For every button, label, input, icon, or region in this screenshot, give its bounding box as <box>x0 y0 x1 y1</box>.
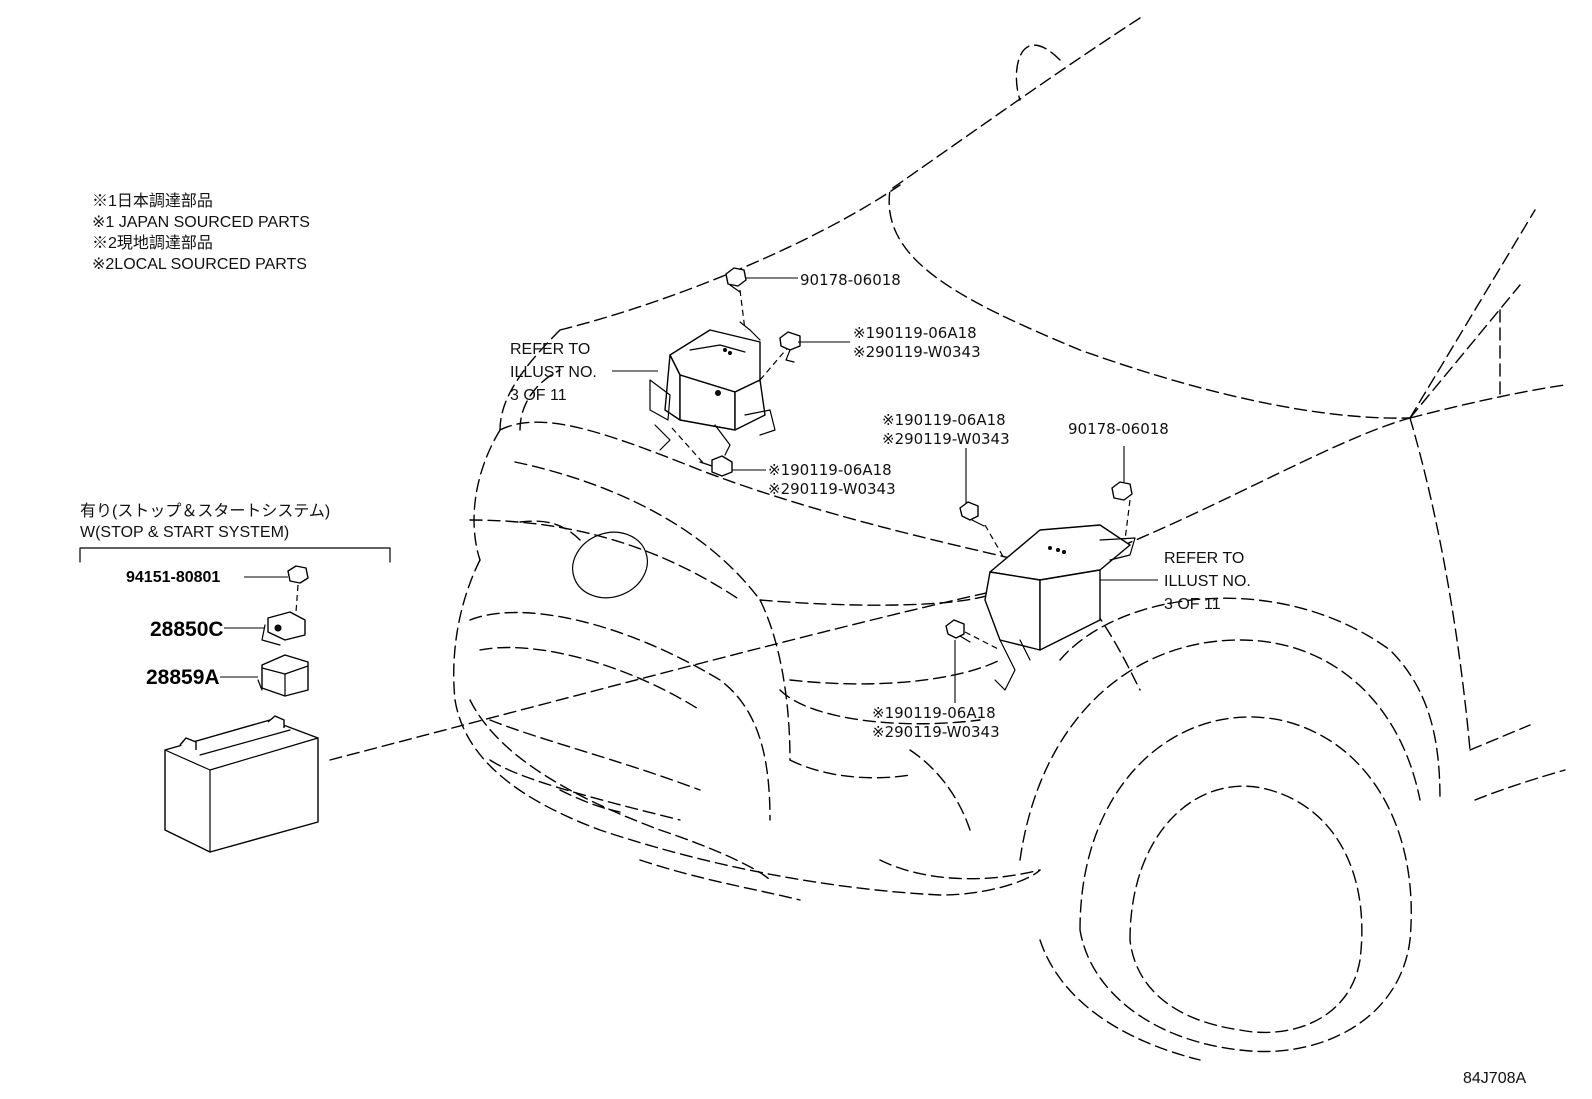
nut-icon <box>1111 481 1133 501</box>
illustration-code: 84J708A <box>1463 1070 1526 1087</box>
battery-icon <box>164 715 319 853</box>
relay-block-upper <box>649 321 776 456</box>
battery-nut-icon <box>287 565 309 584</box>
nut-icon <box>725 267 747 293</box>
part-label[interactable]: 94151-80801 <box>126 569 220 586</box>
sensor-28859a-icon <box>257 654 309 697</box>
part-label[interactable]: 28859A <box>146 666 220 689</box>
part-label[interactable]: ※190119-06A18 <box>872 704 996 722</box>
note-line-1: ※1日本調達部品 <box>92 192 213 210</box>
refer-note-left[interactable]: REFER TO ILLUST NO. 3 OF 11 <box>510 341 597 404</box>
bolt-icon <box>779 331 801 363</box>
stop-start-label-en: W(STOP & START SYSTEM) <box>80 524 289 541</box>
bolt-icon <box>699 455 733 477</box>
note-line-2: ※1 JAPAN SOURCED PARTS <box>92 214 310 231</box>
notes-block: ※1日本調達部品 ※1 JAPAN SOURCED PARTS ※2現地調達部品… <box>92 192 310 273</box>
refer-line: 3 OF 11 <box>510 387 567 404</box>
note-line-4: ※2LOCAL SOURCED PARTS <box>92 256 307 273</box>
part-label[interactable]: ※190119-06A18 <box>853 324 977 342</box>
leader-lines <box>220 277 1158 703</box>
part-label[interactable]: 90178-06018 <box>800 271 901 289</box>
refer-note-right[interactable]: REFER TO ILLUST NO. 3 OF 11 <box>1164 550 1251 613</box>
stop-start-label-jp: 有り(ストップ＆スタートシステム) <box>80 502 330 520</box>
part-label[interactable]: ※190119-06A18 <box>768 461 892 479</box>
refer-line: ILLUST NO. <box>1164 573 1251 590</box>
refer-line: 3 OF 11 <box>1164 596 1221 613</box>
refer-line: REFER TO <box>510 341 590 358</box>
part-label[interactable]: ※290119-W0343 <box>768 480 896 498</box>
part-label[interactable]: ※290119-W0343 <box>853 343 981 361</box>
vehicle-outline <box>329 17 1566 1061</box>
terminal-28850c-icon <box>261 611 306 646</box>
part-label[interactable]: ※190119-06A18 <box>882 411 1006 429</box>
part-label[interactable]: ※290119-W0343 <box>882 430 1010 448</box>
part-label[interactable]: ※290119-W0343 <box>872 723 1000 741</box>
note-line-3: ※2現地調達部品 <box>92 234 213 252</box>
bolt-icon <box>945 619 971 643</box>
refer-line: ILLUST NO. <box>510 364 597 381</box>
relay-block-right <box>984 524 1136 691</box>
part-label[interactable]: 90178-06018 <box>1068 420 1169 438</box>
part-label[interactable]: 28850C <box>150 618 224 641</box>
bolt-icon <box>959 501 985 527</box>
refer-line: REFER TO <box>1164 550 1244 567</box>
